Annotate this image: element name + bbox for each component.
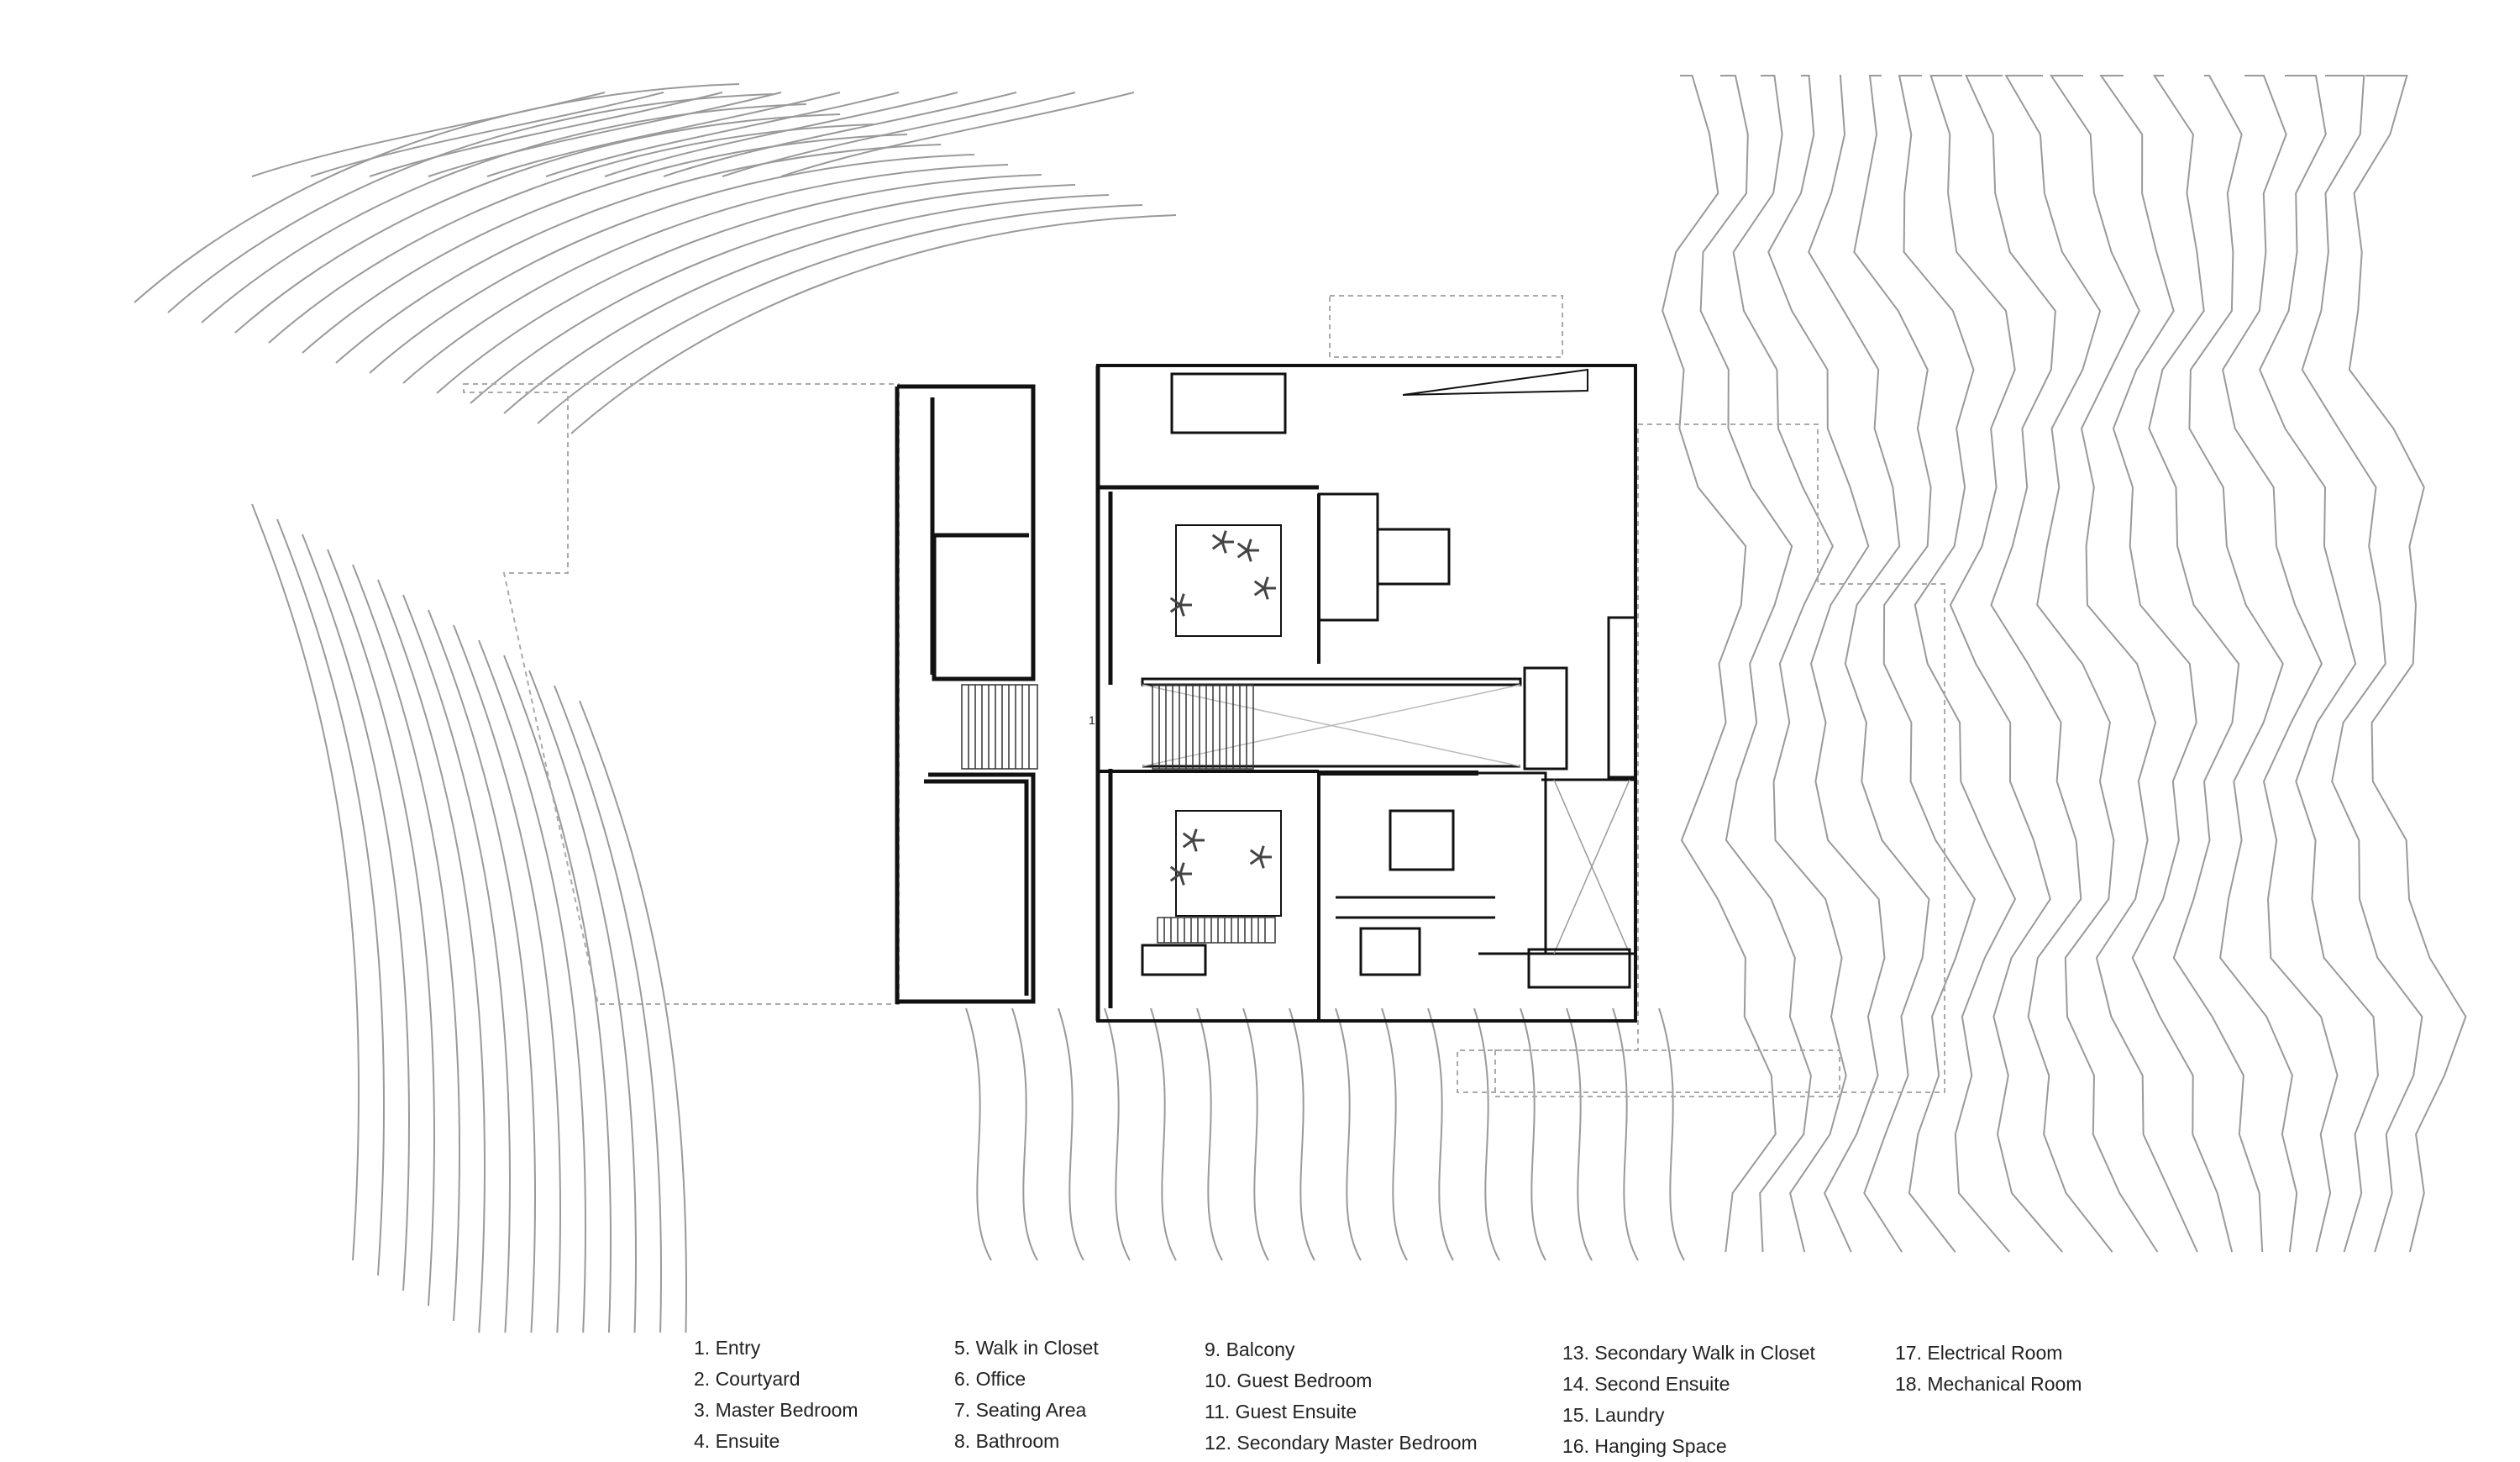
stairs [961, 684, 1276, 944]
legend-item: 4. Ensuite [694, 1430, 780, 1452]
legend-item: 10. Guest Bedroom [1205, 1370, 1373, 1391]
legend-item: 2. Courtyard [694, 1368, 801, 1390]
legend-item: 1. Entry [694, 1337, 761, 1359]
legend-item: 3. Master Bedroom [694, 1399, 858, 1421]
legend-item: 14. Second Ensuite [1562, 1373, 1730, 1395]
main-house [1095, 364, 1637, 1023]
topography-contours [134, 75, 2467, 1333]
entry-room-number: 1 [1089, 713, 1095, 727]
legend-column-2: 5. Walk in Closet 6. Office 7. Seating A… [954, 1333, 1099, 1457]
legend-item: 15. Laundry [1562, 1404, 1665, 1426]
west-wing-walls [895, 384, 1036, 1004]
legend-item: 5. Walk in Closet [954, 1337, 1099, 1359]
legend-item: 7. Seating Area [954, 1399, 1087, 1421]
room-legend: 1. Entry 2. Courtyard 3. Master Bedroom … [0, 1333, 2520, 1457]
legend-item: 12. Secondary Master Bedroom [1205, 1432, 1478, 1454]
legend-item: 13. Secondary Walk in Closet [1562, 1342, 1815, 1364]
legend-item: 9. Balcony [1205, 1338, 1295, 1360]
legend-item: 17. Electrical Room [1895, 1342, 2063, 1364]
legend-item: 18. Mechanical Room [1895, 1373, 2082, 1395]
legend-column-4: 13. Secondary Walk in Closet 14. Second … [1562, 1338, 1815, 1462]
floor-plan: 1 [134, 75, 2467, 1333]
legend-column-1: 1. Entry 2. Courtyard 3. Master Bedroom … [694, 1333, 858, 1457]
legend-item: 11. Guest Ensuite [1205, 1401, 1357, 1423]
legend-item: 8. Bathroom [954, 1430, 1060, 1452]
courtyard-plants [1169, 530, 1276, 886]
legend-column-3: 9. Balcony 10. Guest Bedroom 11. Guest E… [1205, 1334, 1478, 1459]
legend-item: 16. Hanging Space [1562, 1435, 1727, 1457]
legend-item: 6. Office [954, 1368, 1026, 1390]
legend-column-5: 17. Electrical Room 18. Mechanical Room [1895, 1338, 2082, 1400]
